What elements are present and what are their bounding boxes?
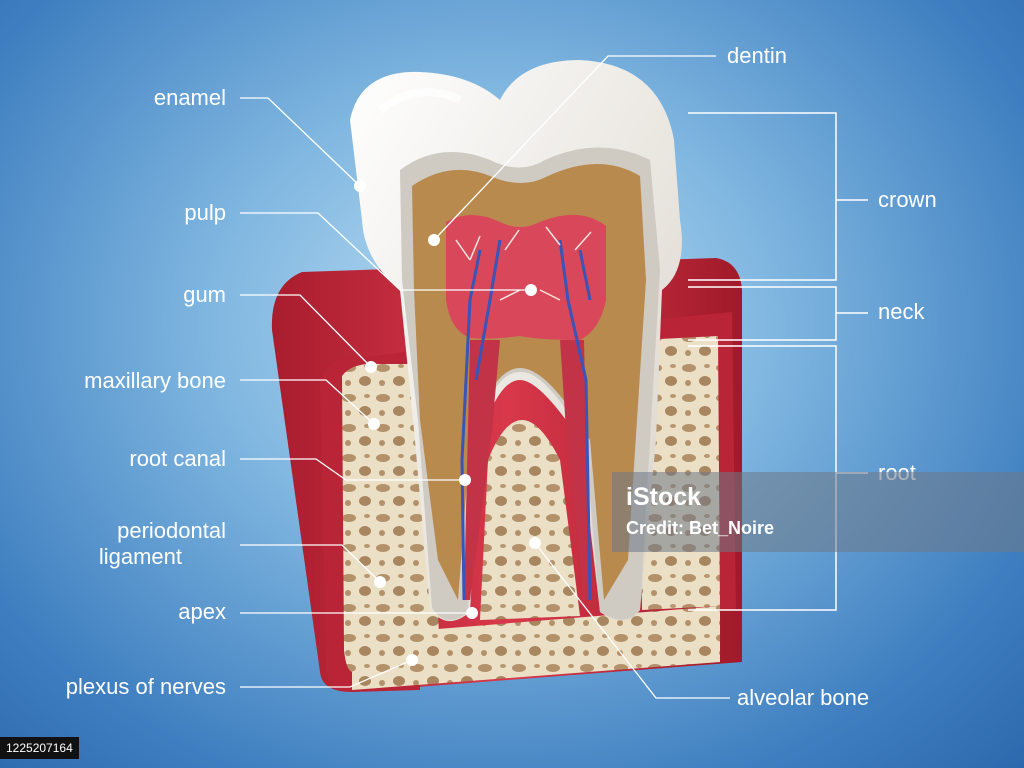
label-gum: gum: [183, 282, 226, 307]
label-dentin: dentin: [727, 43, 787, 68]
image-id-badge: 1225207164: [0, 737, 79, 759]
label-periodontal-line2: ligament: [98, 544, 182, 569]
label-crown: crown: [878, 187, 937, 212]
marker-dots: [354, 180, 541, 666]
label-alveolar-bone: alveolar bone: [737, 685, 870, 710]
label-plexus-of-nerves: plexus of nerves: [65, 674, 226, 699]
watermark-band: [612, 472, 1024, 552]
watermark-credit: Credit: Bet_Noire: [626, 518, 775, 538]
label-neck: neck: [878, 299, 925, 324]
label-enamel: enamel: [153, 85, 226, 110]
watermark-logo: iStock: [626, 483, 702, 511]
label-periodontal-line1: periodontal: [117, 518, 226, 543]
label-maxillary-bone: maxillary bone: [84, 368, 226, 393]
label-pulp: pulp: [184, 200, 226, 225]
label-root-canal: root canal: [129, 446, 226, 471]
label-apex: apex: [178, 599, 226, 624]
alveolar-bone-shape: [480, 420, 580, 620]
tooth: [350, 60, 682, 622]
leader-lines: [240, 55, 730, 699]
